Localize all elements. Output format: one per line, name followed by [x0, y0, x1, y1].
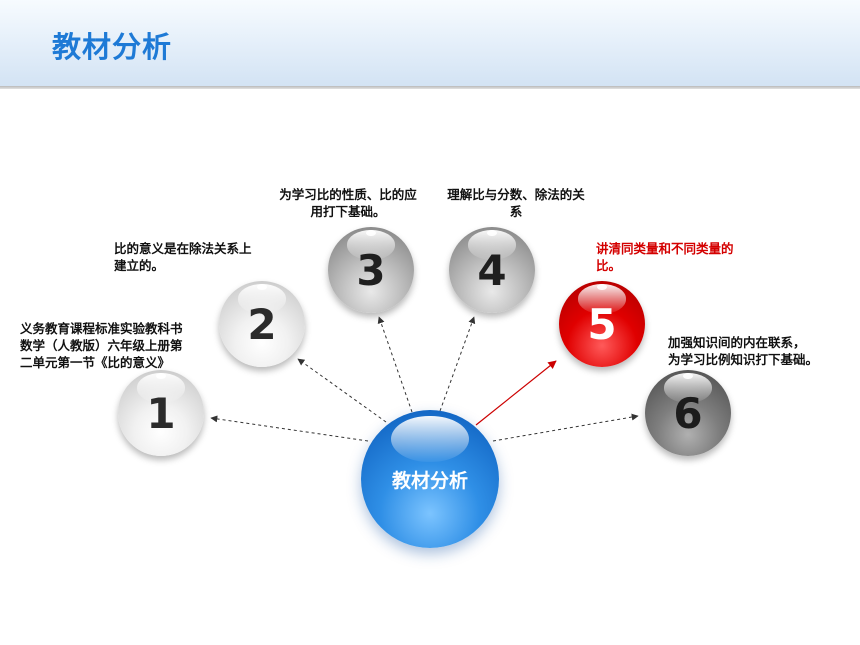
node-number: 2: [247, 299, 277, 349]
connector-to-3: [377, 316, 413, 413]
page-title: 教材分析: [52, 30, 173, 64]
connector-to-4: [439, 316, 476, 412]
node-6-caption-line: 为学习比例知识打下基础。: [668, 352, 819, 367]
connector-to-2: [297, 358, 387, 423]
node-1-caption-line: 二单元第一节《比的意义》: [20, 355, 171, 370]
center-label: 教材分析: [391, 469, 468, 492]
node-ball-6[interactable]: 6: [645, 370, 731, 456]
node-6-caption-line: 加强知识间的内在联系，: [668, 335, 806, 350]
node-1-caption-line: 义务教育课程标准实验教科书: [20, 321, 183, 336]
node-number: 1: [146, 388, 176, 438]
node-ball-2[interactable]: 2: [219, 281, 305, 367]
node-2-caption-line: 建立的。: [114, 258, 165, 273]
node-number: 5: [587, 299, 617, 349]
node-number: 3: [356, 245, 386, 295]
node-2-caption-line: 比的意义是在除法关系上: [114, 241, 252, 256]
node-4-caption-line: 理解比与分数、除法的关: [447, 187, 585, 202]
connector-to-1: [210, 415, 369, 442]
node-2-caption: 比的意义是在除法关系上 建立的。: [114, 240, 252, 274]
node-6-caption: 加强知识间的内在联系， 为学习比例知识打下基础。: [668, 334, 818, 368]
node-ball-5[interactable]: 5: [559, 281, 645, 367]
header-band: [0, 0, 860, 86]
node-5-caption-line: 讲清同类量和不同类量的: [596, 241, 734, 256]
node-ball-1[interactable]: 1: [118, 370, 204, 456]
center-ball[interactable]: 教材分析: [361, 410, 499, 548]
header-divider: [0, 86, 860, 89]
node-3-caption: 为学习比的性质、比的应 用打下基础。: [266, 186, 430, 220]
node-5-caption: 讲清同类量和不同类量的 比。: [596, 240, 734, 274]
node-number: 6: [673, 388, 703, 438]
node-3-caption-line: 用打下基础。: [310, 204, 386, 219]
node-ball-3[interactable]: 3: [328, 227, 414, 313]
node-3-caption-line: 为学习比的性质、比的应: [279, 187, 417, 202]
connector-to-6: [492, 413, 639, 442]
node-ball-4[interactable]: 4: [449, 227, 535, 313]
node-4-caption: 理解比与分数、除法的关 系: [436, 186, 596, 220]
node-number: 4: [477, 245, 507, 295]
node-1-caption: 义务教育课程标准实验教科书 数学（人教版）六年级上册第 二单元第一节《比的意义》: [20, 320, 183, 371]
connector-to-5: [475, 360, 557, 426]
node-1-caption-line: 数学（人教版）六年级上册第: [20, 338, 183, 353]
node-4-caption-line: 系: [509, 204, 523, 219]
node-5-caption-line: 比。: [596, 258, 622, 273]
